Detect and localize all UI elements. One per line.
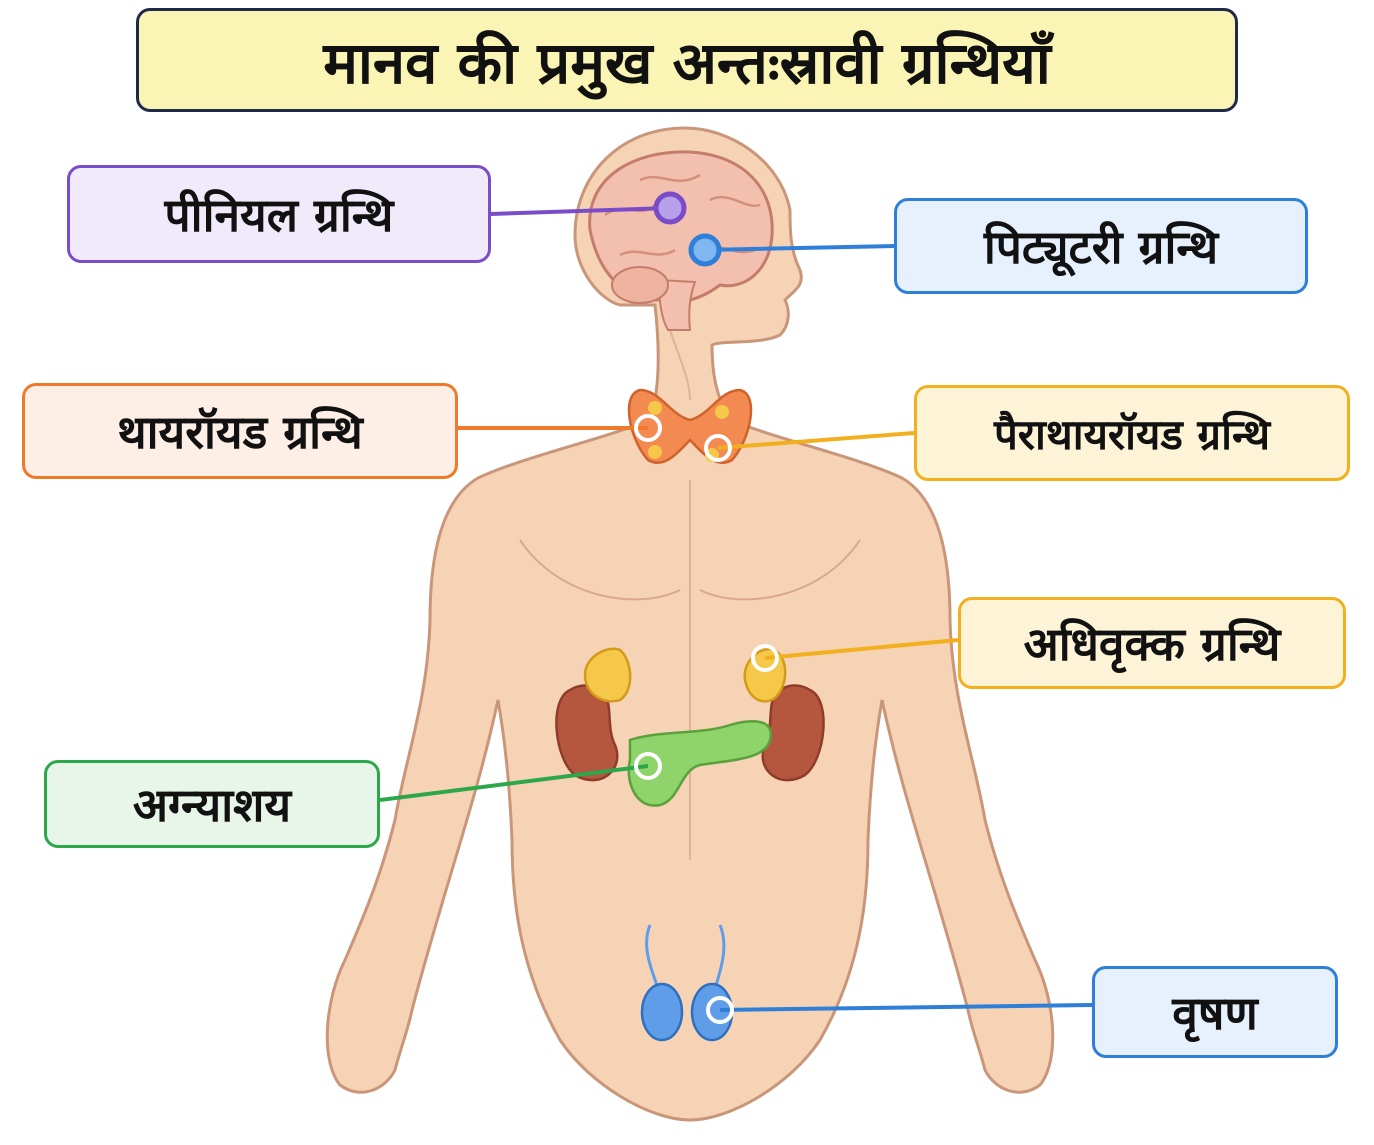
connector-pineal (490, 191, 687, 225)
neck-line (669, 329, 691, 401)
connector-adrenal (751, 638, 959, 672)
label-adrenal-gland: अधिवृक्क ग्रन्थि (958, 597, 1346, 689)
connector-pituitary (688, 233, 895, 267)
label-testes: वृषण (1092, 966, 1338, 1058)
label-thyroid-gland: थायरॉयड ग्रन्थि (22, 383, 458, 479)
connector-parathyroid (704, 431, 915, 462)
cerebellum (611, 266, 669, 304)
kidney-right (761, 684, 825, 782)
connector-pancreas (379, 752, 662, 802)
label-pituitary-gland: पिट्यूटरी ग्रन्थि (894, 198, 1308, 294)
parathyroid-dot-3 (648, 445, 662, 459)
label-pineal-gland: पीनियल ग्रन्थि (67, 165, 491, 263)
label-parathyroid-gland: पैराथायरॉयड ग्रन्थि (914, 385, 1350, 481)
parathyroid-dot-1 (648, 401, 662, 415)
testis-right (690, 982, 734, 1042)
adrenal-left (583, 647, 632, 703)
diagram-title: मानव की प्रमुख अन्तःस्रावी ग्रन्थियाँ (136, 8, 1238, 112)
parathyroid-dot-2 (715, 405, 729, 419)
chest-line-left (519, 539, 681, 601)
testis-left (640, 982, 684, 1042)
chest-line-right (699, 539, 861, 601)
brainstem (658, 278, 697, 331)
label-pancreas: अग्न्याशय (44, 760, 380, 848)
connector-thyroid (458, 414, 662, 442)
connector-testes (706, 996, 1093, 1024)
pancreas (627, 720, 773, 807)
